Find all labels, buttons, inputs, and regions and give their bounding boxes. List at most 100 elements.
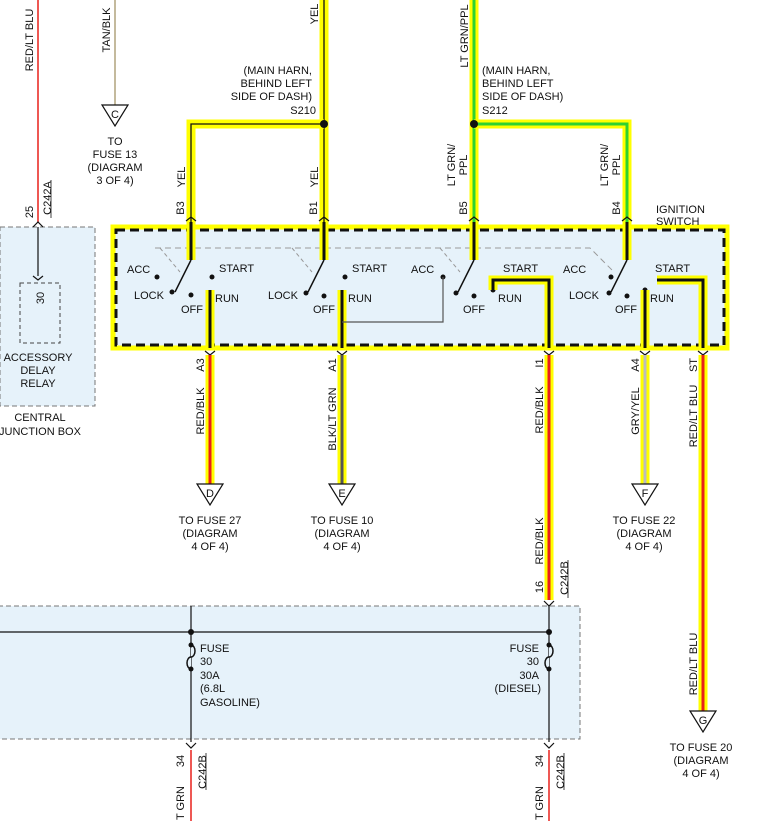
c242b-lower-left-chevron bbox=[185, 742, 197, 749]
c242b-upper-pin: 16 bbox=[534, 581, 546, 593]
label-wire-b4-b: PPL bbox=[611, 155, 623, 176]
pos-run-3: RUN bbox=[498, 293, 522, 305]
connector-e-line2: (DIAGRAM bbox=[315, 528, 370, 540]
connector-e: E TO FUSE 10 (DIAGRAM 4 OF 4) bbox=[311, 483, 374, 553]
fuse-left-line2: 30 bbox=[200, 656, 212, 668]
pos-lock-1: LOCK bbox=[134, 290, 165, 302]
connector-f-letter: F bbox=[642, 488, 649, 500]
label-lt-grn-ppl-top: LT GRN/PPL bbox=[459, 4, 471, 67]
s210-desc-1: (MAIN HARN, bbox=[244, 65, 312, 77]
switch-section-b5 bbox=[342, 222, 554, 348]
pos-start-1: START bbox=[219, 263, 254, 275]
pos-start-4: START bbox=[655, 263, 690, 275]
connector-f-line1: TO FUSE 22 bbox=[613, 515, 676, 527]
label-red-lt-blu-top: RED/LT BLU bbox=[24, 9, 36, 72]
pin-a1: A1 bbox=[327, 358, 339, 371]
c242b-lower-right-wire: T GRN bbox=[534, 786, 546, 820]
connector-e-letter: E bbox=[338, 488, 345, 500]
top-pin-chevrons bbox=[185, 216, 633, 222]
ignition-switch-panel bbox=[110, 224, 730, 351]
connector-c-triangle bbox=[100, 104, 130, 128]
relay-pin: 30 bbox=[35, 292, 47, 304]
fuse-right-term-bottom bbox=[546, 666, 552, 672]
c242b-lower-left-wire: T GRN bbox=[175, 786, 187, 820]
label-wire-i1-lower: RED/BLK bbox=[534, 517, 546, 565]
pos-start-2: START bbox=[352, 263, 387, 275]
label-tan-blk: TAN/BLK bbox=[101, 7, 113, 53]
fuse-right-symbol bbox=[544, 644, 554, 670]
fuse-left-term-top bbox=[188, 642, 194, 648]
connector-g-line1: TO FUSE 20 bbox=[670, 742, 733, 754]
pos-off-4: OFF bbox=[615, 304, 637, 316]
relay-label-2: DELAY bbox=[20, 365, 56, 377]
junction-box-label-2: JUNCTION BOX bbox=[0, 426, 82, 438]
s212-desc-1: (MAIN HARN, bbox=[482, 65, 550, 77]
switch-section-b3 bbox=[154, 222, 215, 348]
c242b-upper-chevron bbox=[543, 600, 555, 607]
ignition-switch-outline bbox=[114, 228, 726, 347]
pos-start-3: START bbox=[503, 263, 538, 275]
wire-yel-branch-core bbox=[190, 123, 324, 222]
label-wire-st-lower: RED/LT BLU bbox=[688, 633, 700, 696]
label-wire-a3: RED/BLK bbox=[195, 387, 207, 435]
label-wire-i1: RED/BLK bbox=[534, 386, 546, 434]
fuse-left-line1: FUSE bbox=[200, 643, 229, 655]
switch-linkage-drops bbox=[159, 247, 461, 273]
label-yel-top: YEL bbox=[309, 4, 321, 25]
pin-a3: A3 bbox=[195, 358, 207, 371]
bottom-pin-chevrons bbox=[204, 350, 709, 356]
connector-e-line3: 4 OF 4) bbox=[323, 541, 360, 553]
splice-s210-dot bbox=[320, 120, 328, 128]
c242a-pin: 25 bbox=[24, 206, 36, 218]
connector-c-line3: (DIAGRAM bbox=[88, 162, 143, 174]
junction-box-label-1: CENTRAL bbox=[14, 412, 65, 424]
splice-s212-dot bbox=[470, 120, 478, 128]
pin-b3: B3 bbox=[175, 201, 187, 214]
connector-d-letter: D bbox=[206, 488, 214, 500]
fuse-right-junction bbox=[546, 629, 552, 635]
s212-desc-3: SIDE OF DASH) bbox=[482, 91, 563, 103]
pos-off-2: OFF bbox=[313, 304, 335, 316]
pos-off-1: OFF bbox=[181, 304, 203, 316]
pos-lock-2: LOCK bbox=[268, 290, 299, 302]
label-wire-b4-a: LT GRN/ bbox=[599, 143, 611, 186]
relay-label-1: ACCESSORY bbox=[4, 352, 74, 364]
c242b-upper-id: C242B bbox=[559, 561, 571, 595]
ignition-switch-title-1: IGNITION bbox=[656, 204, 705, 216]
c242b-lower-right-id: C242B bbox=[555, 755, 567, 789]
pos-acc-3: ACC bbox=[411, 264, 434, 276]
connector-f-line3: 4 OF 4) bbox=[625, 541, 662, 553]
fuse-left-symbol bbox=[186, 644, 196, 670]
switch-section-b4 bbox=[606, 222, 708, 348]
pin-b1: B1 bbox=[308, 201, 320, 214]
connector-e-line1: TO FUSE 10 bbox=[311, 515, 374, 527]
label-wire-b5-b: PPL bbox=[458, 155, 470, 176]
connector-g-letter: G bbox=[699, 715, 708, 727]
connector-c-letter: C bbox=[111, 109, 119, 121]
pin-i1: I1 bbox=[534, 358, 546, 367]
fuse-right-line1: FUSE bbox=[510, 643, 539, 655]
label-wire-b1: YEL bbox=[309, 167, 321, 188]
fuse-right-line3: 30A bbox=[519, 670, 539, 682]
s210-desc-2: BEHIND LEFT bbox=[240, 78, 312, 90]
switch-linkage bbox=[155, 247, 613, 271]
s212-desc-2: BEHIND LEFT bbox=[482, 78, 554, 90]
connector-d-line3: 4 OF 4) bbox=[191, 541, 228, 553]
c242b-lower-left-pin: 34 bbox=[175, 755, 187, 767]
pos-run-1: RUN bbox=[215, 293, 239, 305]
pos-acc-4: ACC bbox=[563, 264, 586, 276]
connector-c-line2: FUSE 13 bbox=[93, 149, 138, 161]
pos-run-2: RUN bbox=[348, 293, 372, 305]
ignition-switch-title-2: SWITCH bbox=[656, 216, 699, 228]
pos-run-4: RUN bbox=[650, 293, 674, 305]
relay-label-3: RELAY bbox=[20, 378, 56, 390]
pin-b4: B4 bbox=[611, 201, 623, 214]
wire-lt-grn-ppl-branch-core bbox=[474, 122, 629, 222]
connector-g-line3: 4 OF 4) bbox=[682, 768, 719, 780]
relay-pin-chevron bbox=[32, 275, 44, 281]
c242a-id: C242A bbox=[42, 181, 54, 215]
label-wire-a4: GRY/YEL bbox=[630, 387, 642, 435]
switch-section-b1 bbox=[303, 222, 348, 348]
central-junction-box-panel bbox=[0, 226, 96, 407]
